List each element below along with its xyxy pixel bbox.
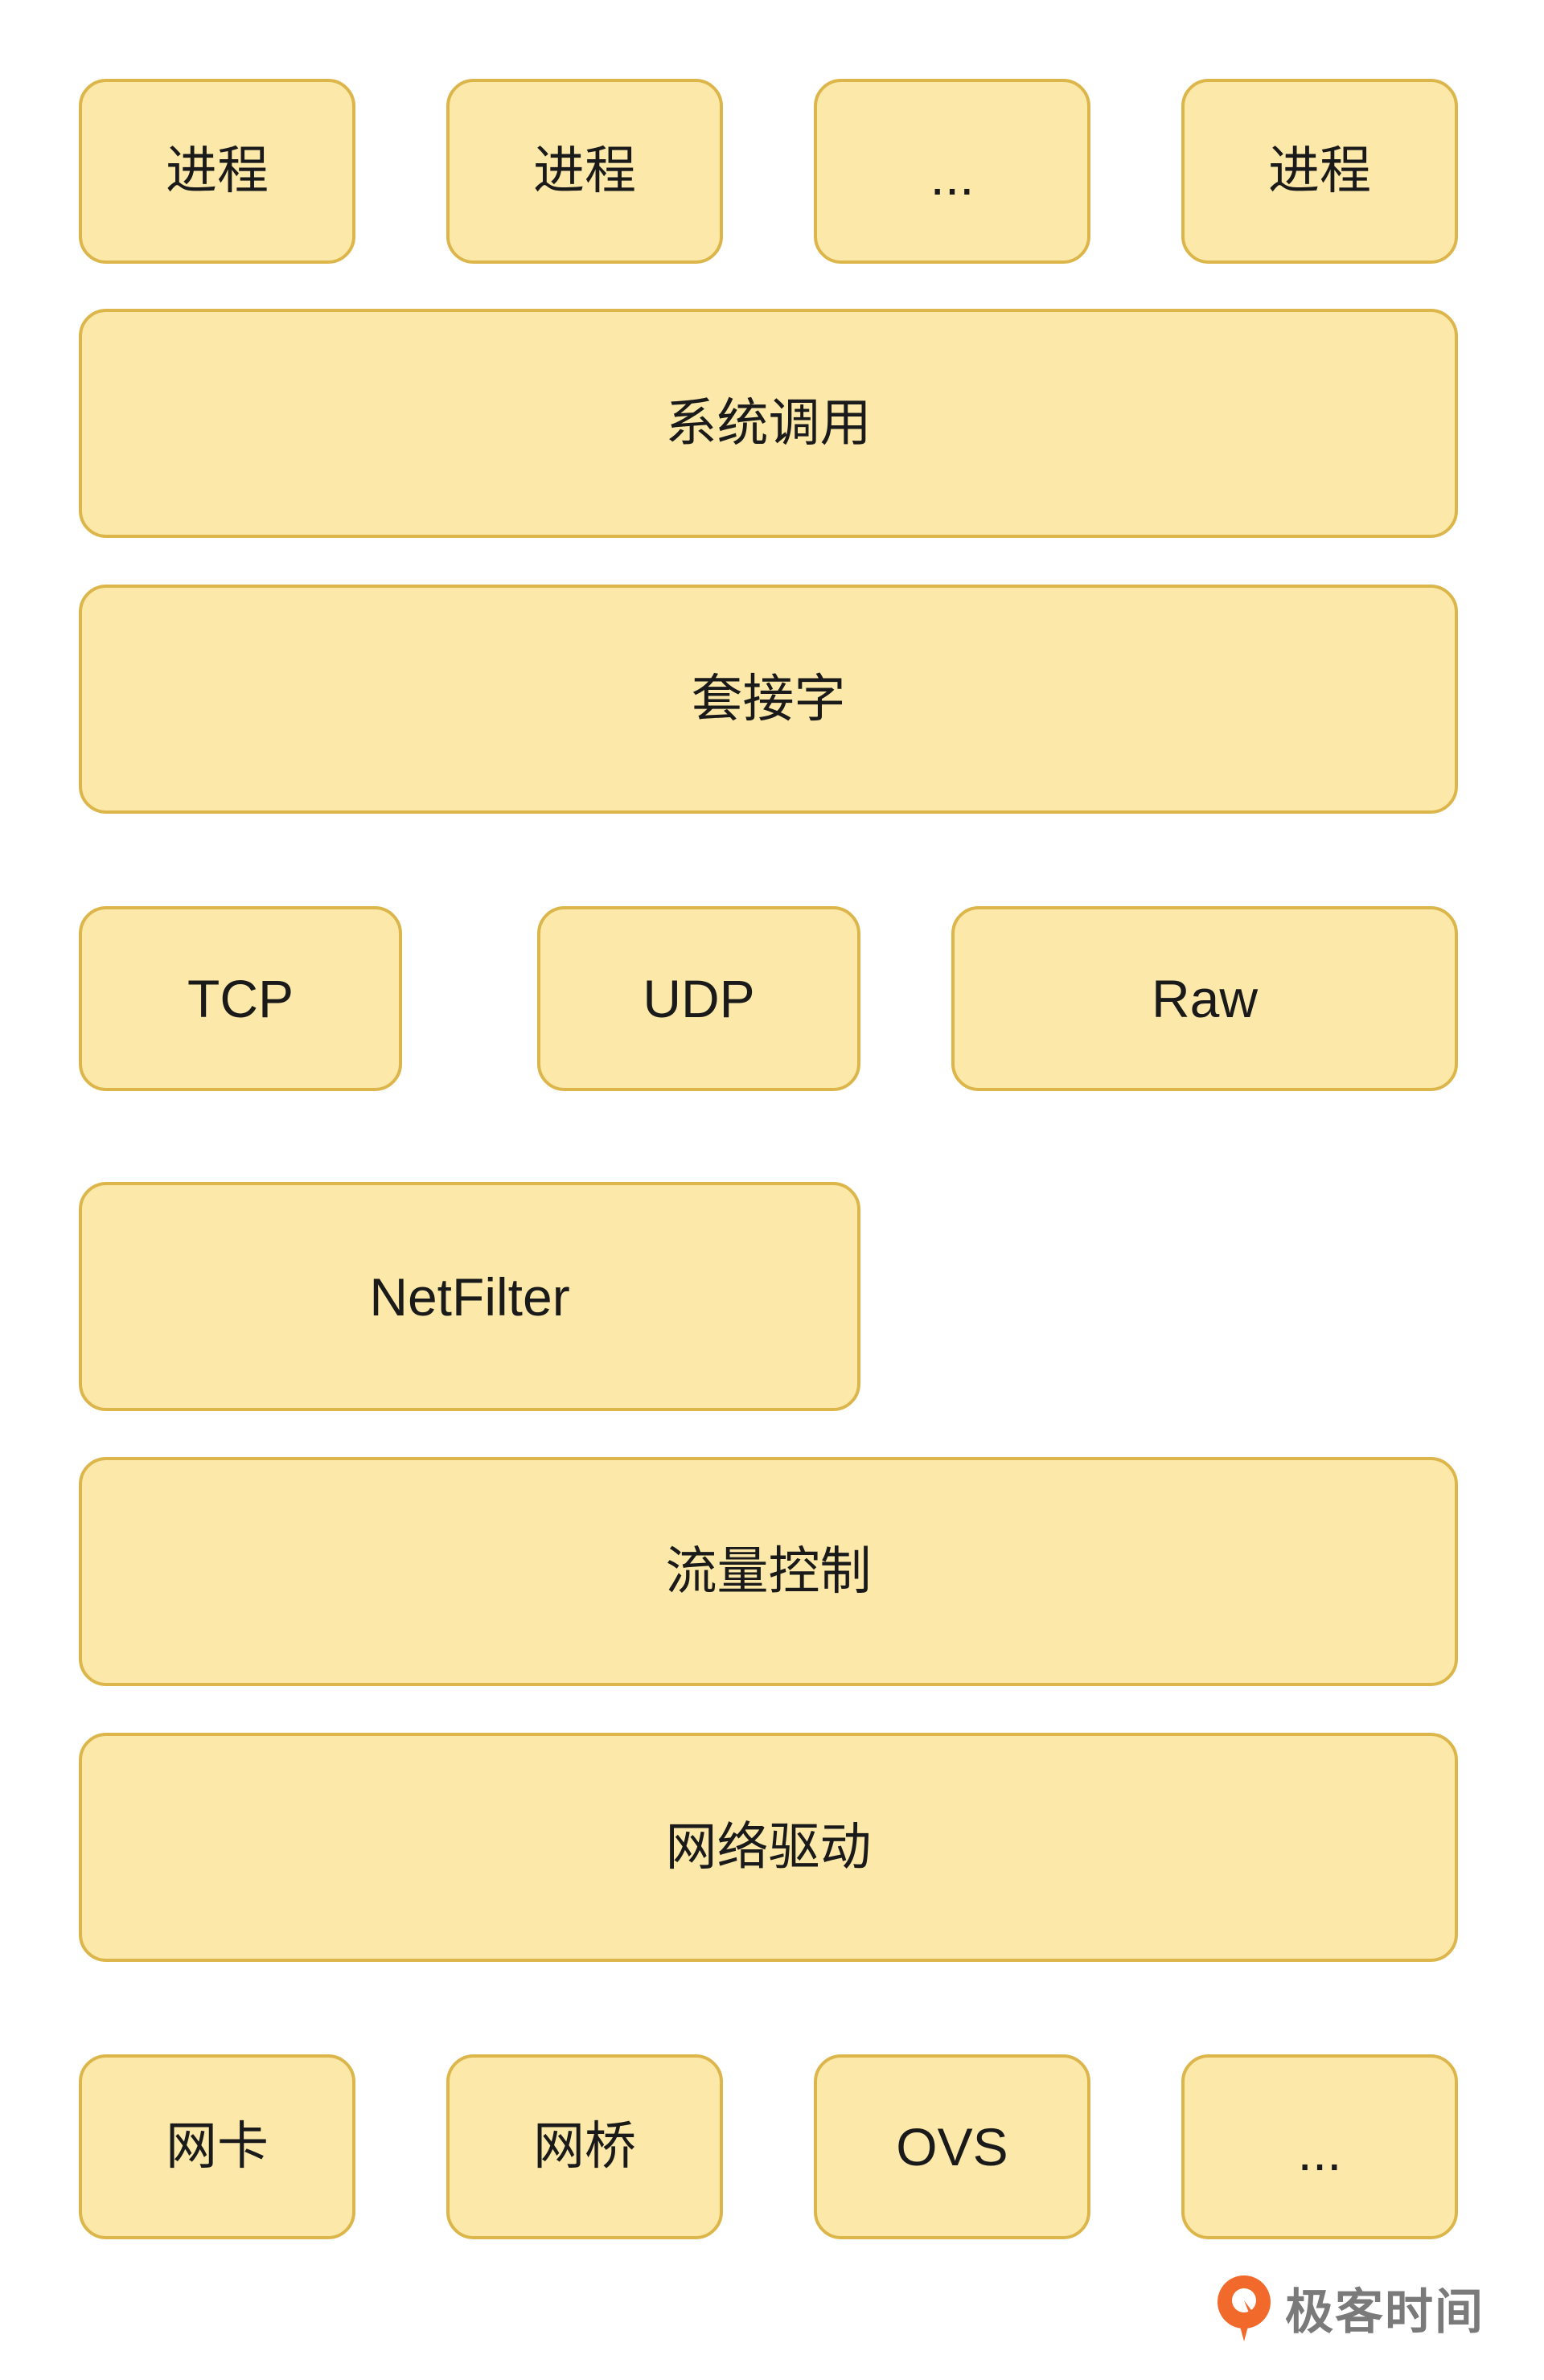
process-label-2: 进程 [533,142,636,201]
protocol-box-raw: Raw [951,906,1458,1091]
socket-label: 套接字 [691,669,846,729]
system-call-layer: 系统调用 [79,309,1458,538]
process-box-1: 进程 [79,79,355,264]
process-label-ellipsis: ... [930,146,975,206]
device-box-ellipsis: ... [1181,2054,1458,2239]
protocol-label-tcp: TCP [187,969,294,1028]
brand-logo-icon [1214,2272,1274,2343]
device-box-ovs: OVS [814,2054,1090,2239]
device-label-ellipsis: ... [1297,2122,1342,2181]
process-box-2: 进程 [446,79,723,264]
netfilter-label: NetFilter [369,1266,570,1327]
process-box-4: 进程 [1181,79,1458,264]
process-box-ellipsis: ... [814,79,1090,264]
device-label-ovs: OVS [896,2117,1008,2177]
traffic-control-label: 流量控制 [665,1541,872,1602]
network-driver-label: 网络驱动 [665,1817,872,1877]
traffic-control-layer: 流量控制 [79,1457,1458,1686]
device-box-bridge: 网桥 [446,2054,723,2239]
device-label-nic: 网卡 [166,2117,269,2177]
device-label-bridge: 网桥 [533,2117,636,2177]
socket-layer: 套接字 [79,585,1458,814]
protocol-box-udp: UDP [537,906,860,1091]
brand-name: 极客时间 [1285,2284,1484,2341]
process-label-4: 进程 [1268,142,1371,201]
protocol-label-raw: Raw [1151,969,1259,1028]
device-box-nic: 网卡 [79,2054,355,2239]
brand-watermark: 极客时间 [1214,2267,1484,2348]
process-label-1: 进程 [166,142,269,201]
protocol-box-tcp: TCP [79,906,402,1091]
protocol-label-udp: UDP [643,969,755,1028]
network-driver-layer: 网络驱动 [79,1733,1458,1962]
system-call-label: 系统调用 [665,393,872,453]
netfilter-layer: NetFilter [79,1182,860,1411]
